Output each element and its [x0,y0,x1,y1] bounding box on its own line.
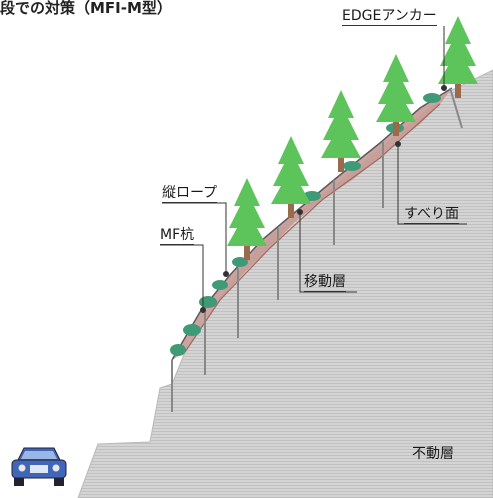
slip-surface-line [184,103,441,353]
mf-pile-label: MF杭 [160,227,195,245]
fixed-layer-ground [77,69,493,498]
moving-layer-label: 移動層 [304,274,346,292]
mf-pile [171,87,463,412]
leader-lines [160,26,467,313]
shrub-icon [170,93,441,356]
diagram-title: 段での対策（MFI-M型） [0,0,172,17]
slip-surface-label: すべり面 [404,206,460,224]
vertical-rope-label: 縦ロープ [162,185,218,203]
edge-anchor-label: EDGEアンカー [342,8,437,26]
car-icon [11,447,67,486]
fixed-layer-label: 不動層 [412,446,454,462]
tree-icon [227,16,478,260]
